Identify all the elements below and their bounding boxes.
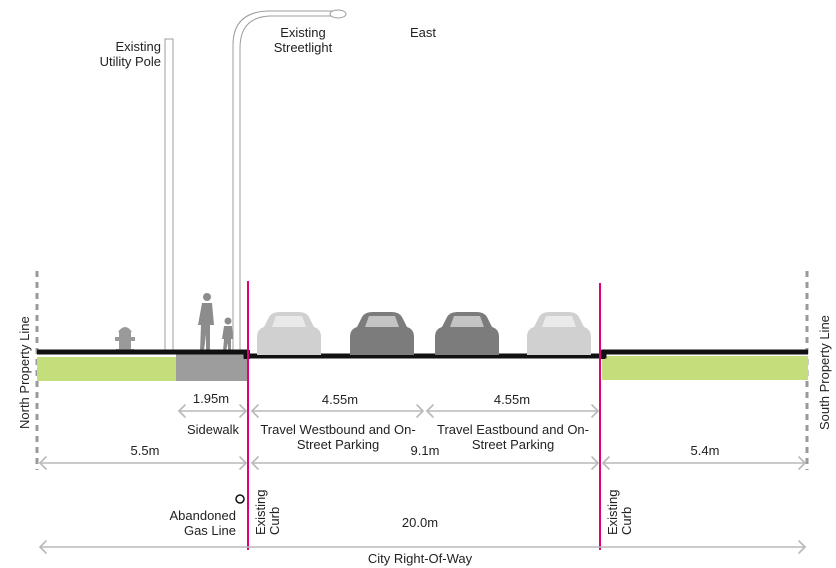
dim-arrow-eastbound (426, 404, 599, 418)
dim-westbound: 4.55m (321, 392, 359, 407)
sidewalk-label: Sidewalk (186, 422, 240, 437)
westbound-label-line2: Street Parking (296, 437, 380, 452)
ground-line (37, 349, 808, 359)
westbound-label: Travel Westbound and On- Street Parking (252, 422, 424, 452)
west-curb-label-line1: Existing (253, 489, 268, 535)
pedestrians (198, 293, 233, 351)
streetlight-label: Existing Streetlight (258, 25, 348, 55)
west-curb-label: Existing Curb (253, 489, 282, 535)
dim-arrow-roadway (251, 456, 599, 470)
gas-line-label-line1: Abandoned (169, 508, 236, 523)
west-curb-label-line2: Curb (267, 506, 282, 535)
car-windshields (272, 316, 576, 327)
dim-arrow-south-boulevard (602, 456, 806, 470)
dim-total-row: 20.0m (401, 515, 439, 530)
north-boulevard-grass (37, 357, 176, 381)
gas-line-label: Abandoned Gas Line (150, 508, 236, 538)
east-curb-label-line1: Existing (605, 489, 620, 535)
utility-pole-label: Existing Utility Pole (70, 39, 161, 69)
utility-pole-label-line1: Existing (115, 39, 161, 54)
city-row-label: City Right-Of-Way (367, 551, 473, 566)
dim-north-boulevard: 5.5m (130, 443, 160, 458)
fire-hydrant (115, 327, 135, 352)
dim-south-boulevard: 5.4m (690, 443, 720, 458)
streetlight-label-line2: Streetlight (273, 40, 333, 55)
dim-arrow-row (39, 540, 806, 554)
dim-arrow-westbound (251, 404, 424, 418)
south-property-line-label: South Property Line (817, 315, 832, 430)
direction-label: East (409, 25, 436, 40)
dim-arrow-sidewalk (178, 404, 247, 418)
east-curb-block (599, 350, 605, 359)
dim-roadway: 9.1m (410, 443, 440, 458)
eastbound-label-line2: Street Parking (471, 437, 555, 452)
utility-pole (164, 38, 174, 353)
dim-eastbound: 4.55m (493, 392, 531, 407)
south-boulevard-grass (602, 356, 808, 380)
abandoned-gas-line-marker (235, 494, 245, 504)
eastbound-label-line1: Travel Eastbound and On- (437, 422, 589, 437)
north-property-line-label: North Property Line (17, 316, 32, 429)
east-curb-label-line2: Curb (619, 506, 634, 535)
sidewalk-surface (176, 354, 248, 381)
dim-arrow-north-boulevard (39, 456, 247, 470)
streetlight-lamp (329, 9, 347, 19)
utility-pole-label-line2: Utility Pole (99, 54, 161, 69)
gas-line-label-line2: Gas Line (183, 523, 236, 538)
streetlight-label-line1: Existing (280, 25, 326, 40)
dim-sidewalk: 1.95m (192, 391, 230, 406)
westbound-label-line1: Travel Westbound and On- (260, 422, 416, 437)
east-curb-label: Existing Curb (605, 489, 634, 535)
eastbound-label: Travel Eastbound and On- Street Parking (427, 422, 599, 452)
